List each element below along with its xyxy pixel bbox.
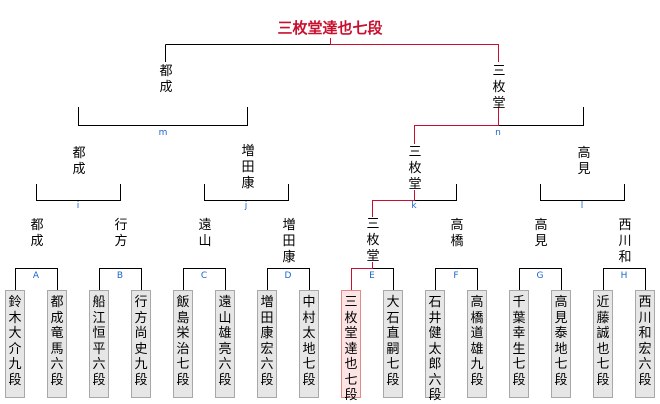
player-box-10: 大石直嗣七段 [383, 290, 403, 398]
player-box-12: 高橋道雄九段 [467, 290, 487, 398]
player-box-5: 飯島栄治七段 [173, 290, 193, 398]
bracket-G-line [519, 268, 562, 290]
bracket-j-line [204, 184, 289, 201]
bracket-A-line [15, 268, 58, 290]
semi-node-2: 増田康 [241, 144, 255, 191]
semi-node-1: 都成 [72, 146, 86, 177]
game-letter-n: n [495, 128, 501, 138]
game-letter-B: B [116, 271, 124, 281]
game-letter-D: D [284, 271, 292, 281]
game-letter-F: F [453, 271, 459, 281]
player-box-14: 高見泰地七段 [551, 290, 571, 398]
champion-path-semi [414, 107, 499, 144]
qf-node-7: 高見 [534, 218, 548, 249]
qf-node-1: 都成 [30, 218, 44, 249]
game-letter-m: m [158, 128, 168, 138]
champion-path-final [330, 38, 499, 62]
player-box-7: 増田康宏六段 [257, 290, 277, 398]
bracket-B-line [99, 268, 142, 290]
champion-path-first [351, 262, 373, 290]
bracket-F-line [435, 268, 478, 290]
player-box-3: 船江恒平六段 [89, 290, 109, 398]
qf-node-4: 増田康 [282, 218, 296, 265]
bracket-C-line [183, 268, 226, 290]
game-letter-E: E [369, 271, 375, 281]
bracket-i-line [36, 184, 121, 201]
player-box-13: 千葉幸生七段 [509, 290, 529, 398]
game-letter-G: G [536, 271, 544, 281]
player-box-8: 中村太地七段 [299, 290, 319, 398]
qf-node-8: 西川和 [618, 218, 632, 265]
player-box-champion: 三枚堂達也七段 [341, 290, 361, 403]
player-box-6: 遠山雄亮六段 [215, 290, 235, 398]
qf-node-3: 遠山 [198, 218, 212, 249]
semi-right-line-b [498, 107, 584, 126]
final-left-line [165, 44, 331, 62]
semi-node-4: 高見 [577, 146, 591, 177]
semi-node-3: 三枚堂 [408, 145, 422, 192]
final-node-right: 三枚堂 [492, 64, 506, 111]
game-letter-k: k [411, 201, 417, 211]
bracket-H-line [603, 268, 646, 290]
semi-left-line [78, 107, 248, 126]
bracket-D-line [267, 268, 310, 290]
final-node-left: 都成 [159, 64, 173, 95]
player-box-16: 西川和宏六段 [635, 290, 655, 398]
game-letter-C: C [200, 271, 208, 281]
game-letter-A: A [32, 271, 40, 281]
champion-label: 三枚堂達也七段 [277, 19, 383, 37]
game-letter-i: i [76, 201, 80, 211]
player-box-11: 石井健太郎六段 [425, 290, 445, 403]
player-box-2: 都成竜馬六段 [47, 290, 67, 398]
bracket-l-line [540, 184, 625, 201]
player-box-15: 近藤誠也七段 [593, 290, 613, 398]
game-letter-H: H [620, 271, 628, 281]
qf-node-6: 高橋 [450, 218, 464, 249]
qf-node-2: 行方 [114, 218, 128, 249]
qf-node-5: 三枚堂 [366, 217, 380, 264]
champion-path-quarter [372, 190, 415, 217]
player-box-1: 鈴木大介九段 [5, 290, 25, 398]
bracket-k-line-b [414, 184, 457, 201]
game-letter-l: l [580, 201, 584, 211]
game-letter-j: j [244, 201, 248, 211]
bracket-E-line-b [372, 268, 394, 290]
player-box-4: 行方尚史九段 [131, 290, 151, 398]
